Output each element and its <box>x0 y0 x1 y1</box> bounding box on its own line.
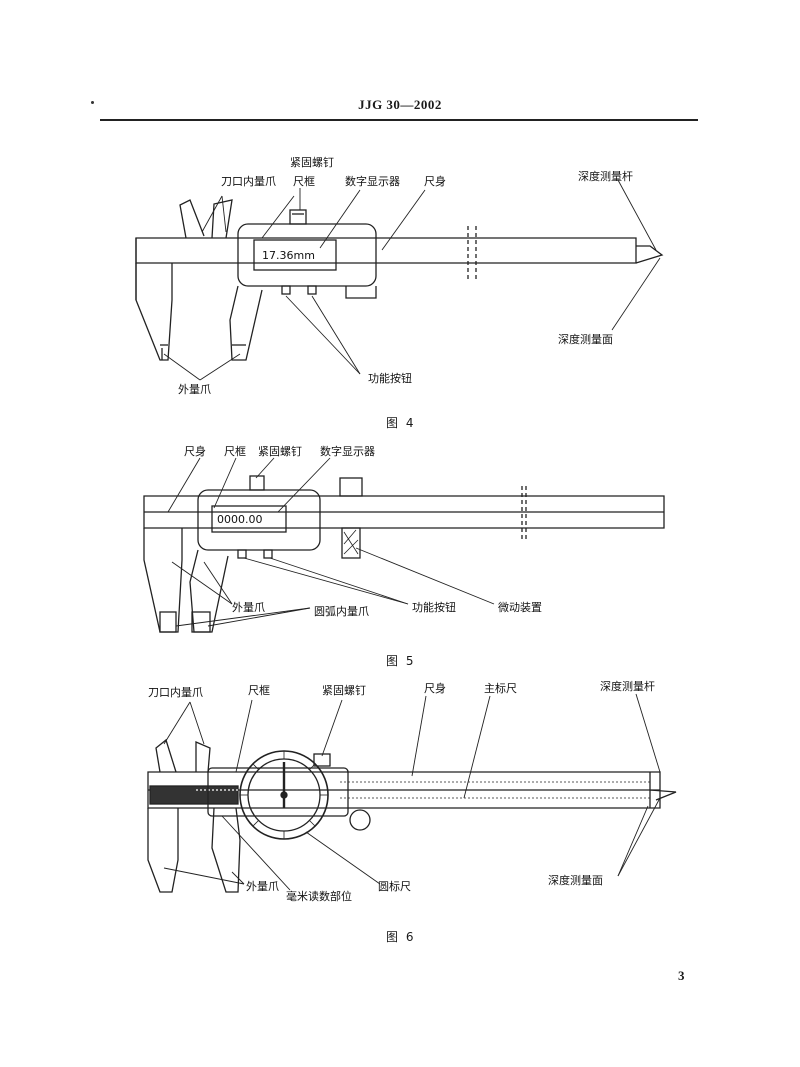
fig6-label-knife-jaw: 刀口内量爪 <box>148 686 203 699</box>
fig5-label-frame: 尺框 <box>224 445 246 458</box>
fig6-label-outer-jaw: 外量爪 <box>246 880 279 893</box>
fig6-label-beam: 尺身 <box>424 682 446 695</box>
fig5-label-beam: 尺身 <box>184 445 206 458</box>
fig4-label-beam: 尺身 <box>424 175 446 188</box>
fig4-label-frame: 尺框 <box>293 175 315 188</box>
fig5-label-display: 数字显示器 <box>320 445 375 458</box>
fig4-label-outer-jaw: 外量爪 <box>178 383 211 396</box>
fig4-caption: 图 4 <box>386 416 416 430</box>
fig5-display-readout: 0000.00 <box>217 513 263 526</box>
speck-mark <box>91 101 94 104</box>
fig6-label-main-scale: 主标尺 <box>484 682 517 695</box>
header-rule <box>100 119 698 121</box>
fig6-caption: 图 6 <box>386 930 416 944</box>
fig5-label-arc-jaw: 圆弧内量爪 <box>314 605 369 618</box>
fig4-label-clamp-screw: 紧固螺钉 <box>290 156 334 169</box>
page-number: 3 <box>678 968 685 983</box>
fig4-label-function-button: 功能按钮 <box>368 372 412 385</box>
fig4-label-knife-jaw: 刀口内量爪 <box>221 175 276 188</box>
fig5-label-function-button: 功能按钮 <box>412 601 456 614</box>
fig5-caption: 图 5 <box>386 654 416 668</box>
fig6-label-mm-reading: 毫米读数部位 <box>286 890 352 903</box>
fig4-label-depth-face: 深度测量面 <box>558 333 613 346</box>
fig5-label-fine-adjust: 微动装置 <box>498 601 542 614</box>
page-header: JJG 30—2002 <box>358 97 442 112</box>
fig5-label-outer-jaw: 外量爪 <box>232 601 265 614</box>
fig6-label-frame: 尺框 <box>248 684 270 697</box>
fig6-label-dial-scale: 圆标尺 <box>378 880 411 893</box>
fig5-label-clamp-screw: 紧固螺钉 <box>258 445 302 458</box>
fig4-label-display: 数字显示器 <box>345 175 400 188</box>
fig4-display-readout: 17.36mm <box>262 249 315 262</box>
fig6-label-clamp-screw: 紧固螺钉 <box>322 684 366 697</box>
fig6-label-depth-face: 深度测量面 <box>548 874 603 887</box>
fig6-label-depth-rod: 深度测量杆 <box>600 680 655 693</box>
fig4-label-depth-rod: 深度测量杆 <box>578 170 633 183</box>
